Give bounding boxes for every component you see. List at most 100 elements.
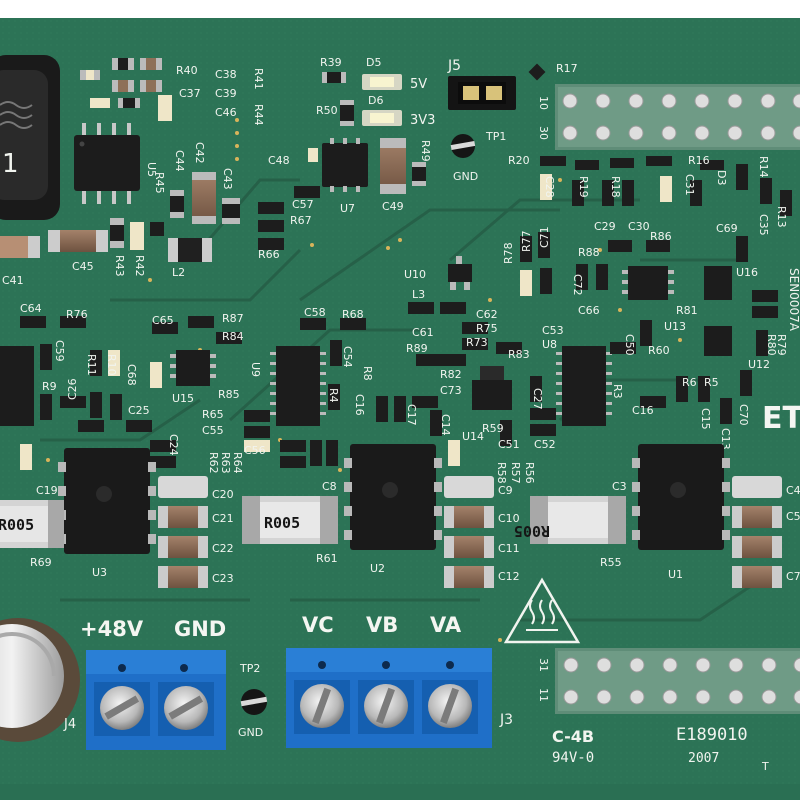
label-r85: R85: [218, 388, 240, 401]
label-shunt-left: R005: [0, 516, 34, 534]
label-c51: C51: [498, 438, 520, 451]
label-c10: C10: [498, 512, 520, 525]
label-r88: R88: [578, 246, 600, 259]
power-inductor: 1: [0, 55, 60, 220]
label-c53: C53: [542, 324, 564, 337]
label-u7: U7: [340, 202, 355, 215]
label-u2: U2: [370, 562, 385, 575]
testpoint-tp2[interactable]: [240, 689, 268, 715]
label-c70: C70: [737, 404, 750, 426]
label-r3: R3: [611, 384, 624, 399]
cap-stack-mid: [444, 476, 494, 588]
label-u13: U13: [664, 320, 686, 333]
label-r57: R57: [509, 462, 522, 484]
label-r43: R43: [113, 255, 126, 277]
label-cert: E189010: [676, 725, 748, 745]
label-c48: C48: [268, 154, 290, 167]
terminal-block-phases[interactable]: [286, 648, 492, 748]
shunt-mid: R005: [242, 496, 338, 544]
label-c55: C55: [202, 424, 224, 437]
label-c20: C20: [212, 488, 234, 501]
label-c16: C16: [632, 404, 654, 417]
labels-bottom-right: 31 11: [537, 658, 550, 702]
label-r9: R9: [42, 380, 57, 393]
label-r39: R39: [320, 56, 342, 69]
label-d3: D3: [715, 170, 728, 185]
label-c46: C46: [215, 106, 237, 119]
label-r56: R56: [523, 462, 536, 484]
power-stage-u2: [344, 444, 442, 550]
label-d5: D5: [366, 56, 381, 69]
label-r63: R63: [219, 452, 232, 474]
label-u12: U12: [748, 358, 770, 371]
label-r55: R55: [600, 556, 622, 569]
label-r60: R60: [648, 344, 670, 357]
label-48v: +48V: [80, 617, 144, 641]
label-pin-11: 11: [537, 688, 550, 702]
smd-cluster-top-mid: [294, 72, 426, 198]
labels-top-mid: R39 D5 5V D6 3V3 R50 C48 R49 C57 R67 U7 …: [268, 56, 506, 227]
label-c43: C43: [221, 168, 234, 190]
power-stage-u1: [632, 444, 730, 550]
header-bottom-right[interactable]: [555, 648, 800, 714]
label-u14: U14: [462, 430, 484, 443]
label-r6: R6: [682, 376, 697, 389]
label-tp1-gnd: GND: [453, 170, 478, 183]
label-c39: C39: [215, 87, 237, 100]
label-c52: C52: [534, 438, 556, 451]
smd-cluster-top-left: [0, 58, 284, 262]
testpoint-tp1[interactable]: [450, 134, 476, 158]
label-c28: C28: [543, 176, 556, 198]
label-r61: R61: [316, 552, 338, 565]
label-c42: C42: [193, 142, 206, 164]
label-r58: R58: [495, 462, 508, 484]
label-c21: C21: [212, 512, 234, 525]
label-c65: C65: [152, 314, 174, 327]
label-r59: R59: [482, 422, 504, 435]
label-r78: R78: [502, 242, 515, 264]
label-c14: C14: [439, 414, 452, 436]
label-5v: 5V: [410, 77, 427, 92]
label-r89: R89: [406, 342, 428, 355]
label-3v3: 3V3: [410, 113, 435, 128]
shunt-left: R005: [0, 500, 64, 548]
label-r13: R13: [775, 206, 788, 228]
label-c5: C5: [786, 510, 800, 523]
label-c26: C26: [66, 378, 79, 400]
labels-top-left: R40 C38 C37 C39 C46 R41 R44 C42 C44 C43 …: [2, 64, 280, 287]
label-va: VA: [430, 613, 462, 637]
labels-top-right: R17 10 30: [537, 62, 578, 140]
smd-cluster-top-right: [528, 63, 792, 216]
label-c19: C19: [36, 484, 58, 497]
label-c68: C68: [125, 364, 138, 386]
label-r80: R80: [765, 334, 778, 356]
label-u9: U9: [249, 362, 262, 377]
label-shunt-right: R005: [514, 522, 550, 540]
label-c9: C9: [498, 484, 513, 497]
label-c64: C64: [20, 302, 42, 315]
label-r50: R50: [316, 104, 338, 117]
label-vb: VB: [366, 613, 398, 637]
label-r16: R16: [688, 154, 710, 167]
label-r77: R77: [520, 230, 533, 252]
label-c35: C35: [757, 214, 770, 236]
label-c59: C59: [53, 340, 66, 362]
header-top-right[interactable]: [555, 84, 800, 150]
label-r67: R67: [290, 214, 312, 227]
terminal-block-power[interactable]: [86, 650, 226, 750]
label-r79: R79: [775, 334, 788, 356]
label-c23: C23: [212, 572, 234, 585]
label-c58: C58: [304, 306, 326, 319]
label-r41: R41: [252, 68, 265, 90]
label-c73: C73: [440, 384, 462, 397]
label-c72: C72: [571, 274, 584, 296]
power-stage-u3: [58, 448, 156, 554]
label-r83: R83: [508, 348, 530, 361]
jumper-j5[interactable]: [448, 76, 516, 110]
label-code: C-4B: [552, 727, 594, 746]
label-c17: C17: [405, 404, 418, 426]
label-r81: R81: [676, 304, 698, 317]
label-r86: R86: [650, 230, 672, 243]
label-c8: C8: [322, 480, 337, 493]
